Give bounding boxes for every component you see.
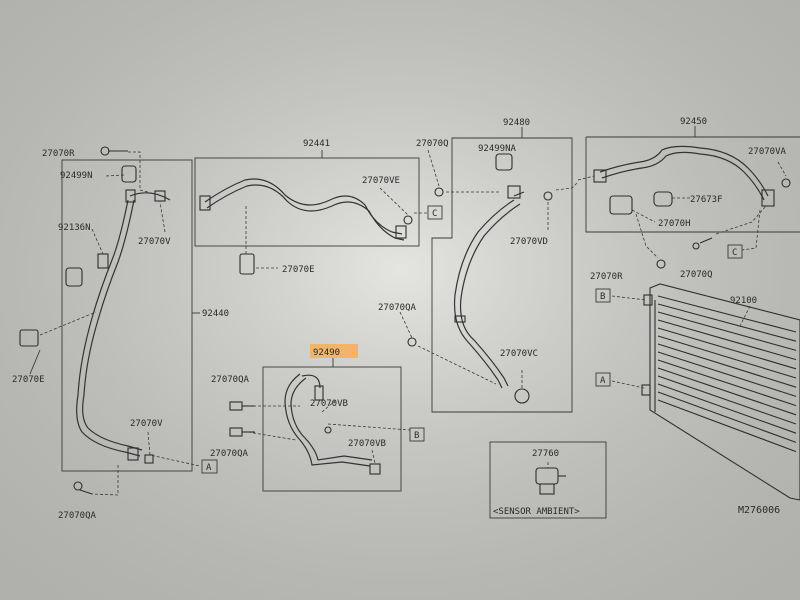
condenser-fin [657, 375, 797, 425]
label-92450: 92450 [680, 117, 707, 127]
marker-a-right [595, 372, 611, 387]
group-27760-frame [489, 441, 607, 519]
condenser-fin [657, 311, 797, 351]
group-92450-frame [585, 136, 800, 233]
group-92450: 92450 27070VA 27673F 27070H 27070R 27070… [577, 117, 800, 282]
group-92490: 92490 27070QA 27070VB 27070VB 27070QA B [210, 344, 425, 492]
label-92100: 92100 [730, 296, 757, 306]
marker-b-center-text: B [414, 431, 419, 441]
label-27070q-right: 27070Q [680, 270, 713, 280]
label-92440: 92440 [202, 309, 229, 319]
label-27070vc: 27070VC [500, 349, 538, 359]
condenser-fin [657, 327, 797, 370]
marker-c-top [427, 205, 443, 220]
condenser-fin [657, 319, 797, 361]
label-27070vd: 27070VD [510, 237, 548, 247]
label-92136n: 92136N [58, 223, 91, 233]
highlight-92490 [310, 344, 358, 358]
marker-a-right-text: A [600, 376, 606, 386]
marker-b-right [595, 288, 611, 303]
condenser-fin [657, 367, 797, 416]
hose-92480 [453, 199, 515, 389]
group-92480: 27070Q 92480 92499NA 27070VD 27070QA 270… [378, 118, 579, 413]
marker-c-right-text: C [732, 248, 737, 258]
group-92480-frame [431, 137, 573, 413]
label-27070va: 27070VA [748, 147, 787, 157]
label-92441: 92441 [303, 139, 330, 149]
label-27070r-right: 27070R [590, 272, 623, 282]
label-92490: 92490 [313, 348, 340, 358]
condenser-fin [657, 351, 797, 397]
label-27673f: 27673F [690, 195, 723, 205]
label-27070e-center: 27070E [282, 265, 315, 275]
label-27070qa-lower: 27070QA [210, 449, 249, 459]
sensor-ambient-caption: <SENSOR AMBIENT> [493, 507, 580, 517]
label-27070v-lower: 27070V [130, 419, 163, 429]
group-92440-frame [61, 159, 193, 472]
marker-c-right [727, 244, 743, 259]
label-27070r-topleft: 27070R [42, 149, 75, 159]
condenser-fin [657, 399, 797, 453]
label-27760: 27760 [532, 449, 559, 459]
label-92499n: 92499N [60, 171, 93, 181]
group-92441-frame [194, 157, 420, 247]
hose-92440 [76, 199, 141, 457]
label-27070qa-upper: 27070QA [211, 375, 250, 385]
label-92480: 92480 [503, 118, 530, 128]
condenser-fin [657, 295, 797, 333]
group-92440: 27070R 92499N 92136N 27070V 92440 27070E… [12, 146, 229, 521]
label-27070vb-upper: 27070VB [310, 399, 348, 409]
group-92441: 92441 27070VE 27070E C [194, 139, 443, 275]
label-92499na: 92499NA [478, 144, 517, 154]
label-27070v-upper: 27070V [138, 237, 171, 247]
marker-c-top-text: C [432, 209, 437, 219]
marker-b-center [409, 427, 425, 442]
condenser-fin [657, 391, 797, 443]
condenser-fin [657, 303, 797, 342]
label-27070qa-mid: 27070QA [378, 303, 417, 313]
condenser-fin [657, 335, 797, 379]
label-27070h: 27070H [658, 219, 691, 229]
hose-92450 [599, 145, 769, 197]
label-27070q-top: 27070Q [416, 139, 449, 149]
label-27070e-left: 27070E [12, 375, 45, 385]
condenser-fin [657, 343, 797, 388]
group-92490-frame [262, 366, 402, 492]
condenser-fin [657, 359, 797, 407]
condenser-92100: 92100 B A [595, 283, 800, 501]
group-27760-sensor: 27760 <SENSOR AMBIENT> [489, 441, 607, 519]
label-27070vb-lower: 27070VB [348, 439, 386, 449]
label-27070ve: 27070VE [362, 176, 400, 186]
figure-code: M276006 [738, 505, 780, 516]
condenser-fin [657, 383, 797, 434]
condenser-body [649, 283, 800, 501]
label-27070qa-bottomleft: 27070QA [58, 511, 97, 521]
marker-a-left-text: A [206, 463, 212, 473]
marker-b-right-text: B [600, 292, 605, 302]
marker-a-left [201, 459, 218, 474]
condenser-fins [657, 295, 797, 453]
hose-92490 [284, 373, 371, 467]
